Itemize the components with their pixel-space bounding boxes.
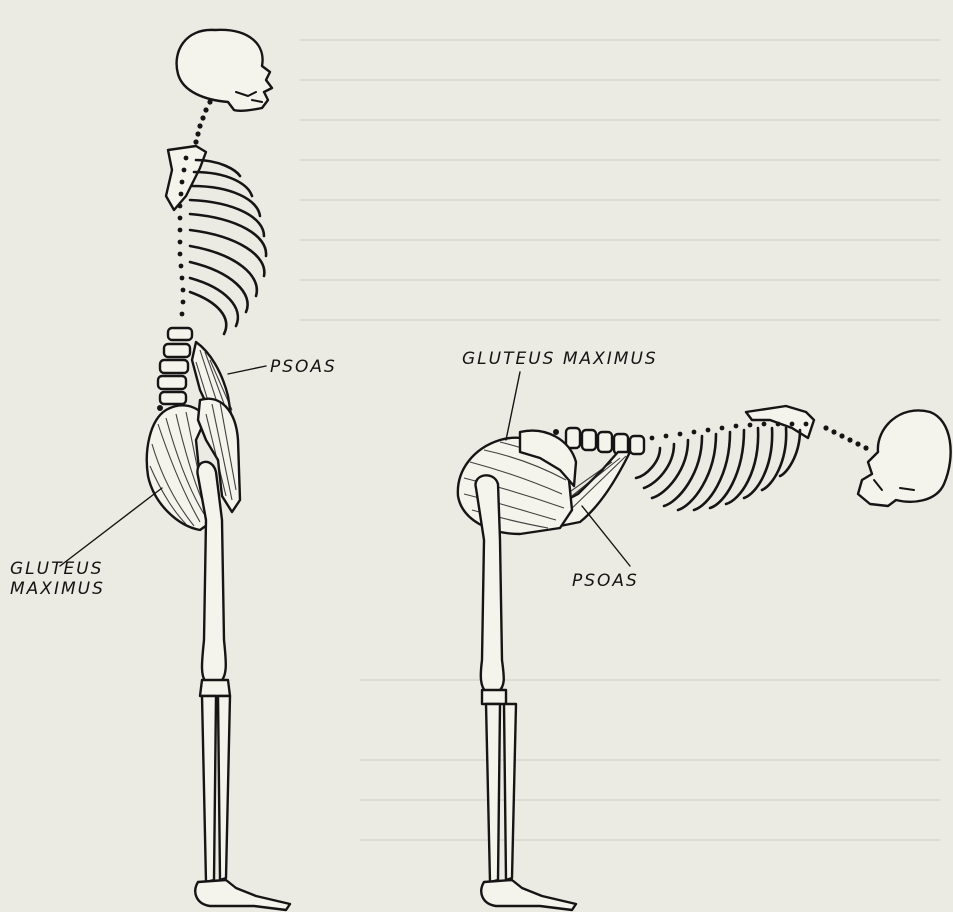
skull	[177, 30, 272, 111]
label-psoas-left: PSOAS	[270, 357, 337, 377]
bent-skeleton	[458, 406, 951, 910]
fibula-right	[504, 704, 516, 880]
ribcage	[190, 160, 266, 334]
tibia-right	[486, 704, 500, 882]
scapula-right	[746, 406, 814, 438]
lumbar-spine	[157, 328, 192, 411]
label-gluteus-right: GLUTEUS MAXIMUS	[462, 349, 658, 369]
skull-right	[858, 410, 951, 506]
cervical-spine	[193, 99, 212, 144]
standing-skeleton	[147, 30, 290, 910]
label-psoas-right: PSOAS	[572, 571, 639, 591]
fibula-left	[218, 696, 230, 880]
knee-left	[200, 680, 230, 696]
label-gluteus-left-line1: GLUTEUS	[10, 559, 103, 579]
knee-right	[482, 690, 506, 704]
label-gluteus-left-line2: MAXIMUS	[10, 579, 105, 599]
femur-right	[476, 475, 504, 692]
tibia-left	[202, 696, 216, 882]
foot-left	[195, 880, 290, 910]
cervical-spine-right	[823, 425, 868, 450]
foot-right	[481, 880, 576, 910]
ribcage-right	[636, 428, 800, 510]
